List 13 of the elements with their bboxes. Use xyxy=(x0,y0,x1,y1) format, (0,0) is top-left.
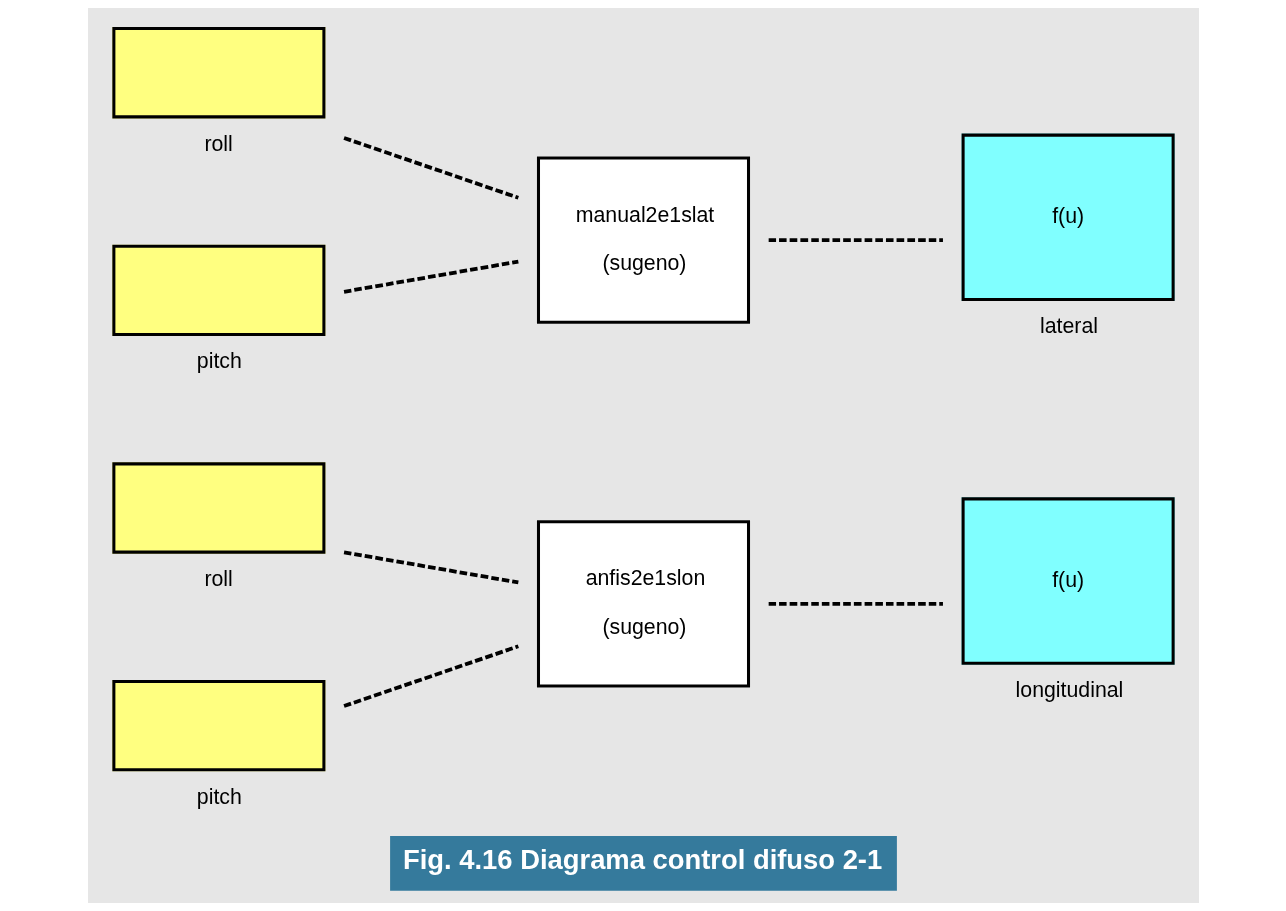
node-label: lateral xyxy=(1039,314,1098,339)
connector xyxy=(342,136,519,200)
connector xyxy=(343,259,519,294)
connector xyxy=(342,644,519,708)
caption: Fig. 4.16 Diagrama control difuso 2-1 xyxy=(402,843,882,875)
connector xyxy=(768,238,943,243)
node-label: roll xyxy=(203,131,233,156)
node-label: pitch xyxy=(196,784,242,809)
node-label: longitudinal xyxy=(1015,678,1123,703)
node-label: roll xyxy=(203,566,233,591)
connector xyxy=(343,550,519,585)
connector xyxy=(768,602,943,606)
node-label: pitch xyxy=(196,349,242,374)
